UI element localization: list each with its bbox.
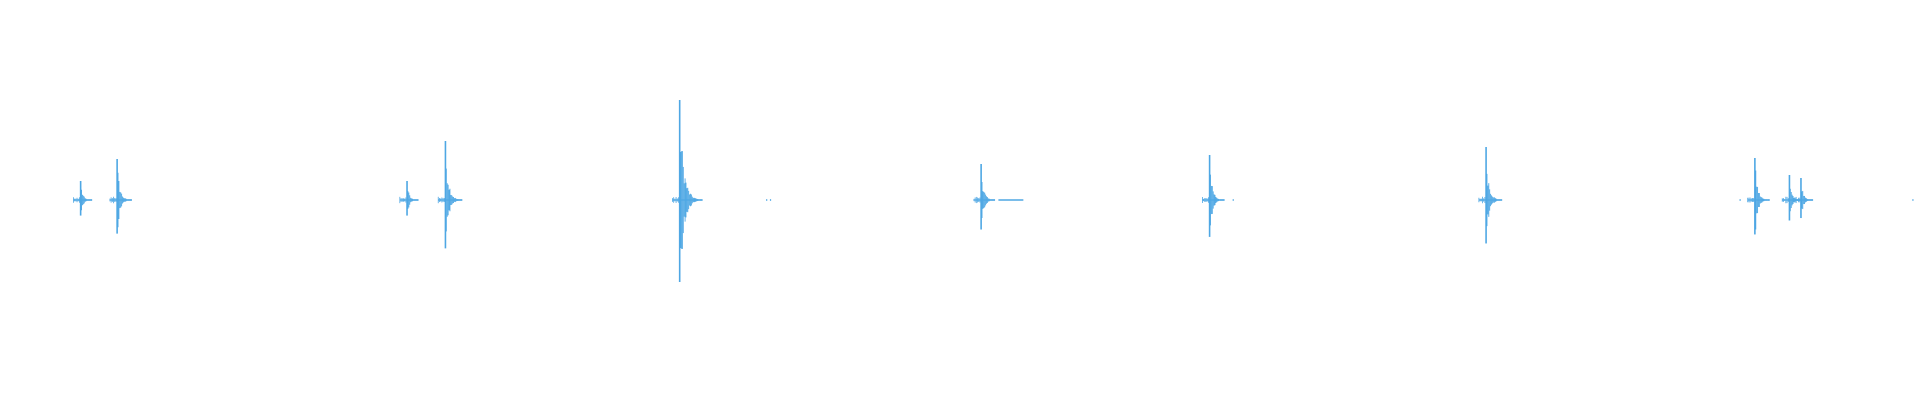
waveform-burst <box>1202 155 1225 237</box>
waveform-speck <box>766 199 768 201</box>
waveform-burst <box>1781 175 1802 221</box>
waveform-burst <box>973 164 996 230</box>
waveform-burst <box>437 141 463 249</box>
waveform-speck <box>769 199 772 201</box>
waveform-burst <box>1478 147 1503 244</box>
waveform-burst <box>399 181 419 216</box>
waveform-burst <box>1747 158 1770 235</box>
waveform-speck <box>1232 199 1234 201</box>
waveform-speck <box>1739 199 1741 201</box>
waveform-burst <box>672 100 703 282</box>
waveform-burst <box>109 159 132 234</box>
waveform-burst <box>1793 178 1814 219</box>
waveform-speck <box>1912 199 1914 201</box>
waveform-burst <box>73 181 93 216</box>
